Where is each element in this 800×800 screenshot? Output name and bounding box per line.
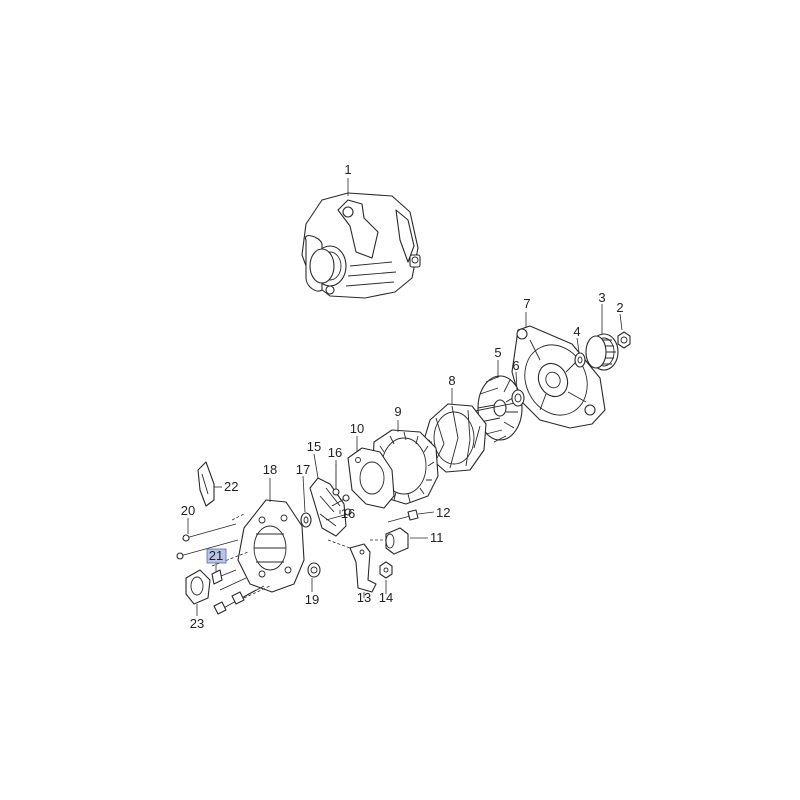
callout-16-lower: 16	[341, 506, 355, 521]
rear-bearing-icon[interactable]	[300, 512, 312, 528]
callout-13: 13	[357, 590, 371, 605]
insulator-plate-icon[interactable]	[347, 447, 395, 509]
rectifier-screw-icon[interactable]	[325, 464, 352, 521]
spacer-icon[interactable]	[574, 352, 586, 368]
callout-16-upper: 16	[328, 445, 342, 460]
drive-end-housing-icon[interactable]	[511, 325, 606, 429]
nut-icon[interactable]	[379, 561, 393, 579]
callout-9: 9	[394, 404, 401, 419]
callout-8: 8	[448, 373, 455, 388]
brush-holder-icon[interactable]	[385, 527, 409, 555]
fan-icon[interactable]	[469, 375, 523, 443]
pulley-icon[interactable]	[585, 333, 619, 371]
callout-14: 14	[379, 590, 393, 605]
callout-6: 6	[512, 358, 519, 373]
callout-17: 17	[296, 462, 310, 477]
rear-cover-icon[interactable]	[197, 461, 215, 507]
through-bolt-icon[interactable]	[176, 523, 265, 615]
terminal-nut-icon[interactable]	[307, 562, 321, 578]
callout-22: 22	[224, 479, 238, 494]
callout-21-highlight	[206, 548, 227, 564]
callout-11: 11	[430, 530, 444, 545]
callout-15: 15	[307, 439, 321, 454]
callout-19: 19	[305, 592, 319, 607]
slip-ring-end-housing-icon[interactable]	[237, 499, 305, 593]
callout-20: 20	[181, 503, 195, 518]
callout-2: 2	[616, 300, 623, 315]
callout-23: 23	[190, 616, 204, 631]
callout-7: 7	[523, 296, 530, 311]
screw-icon[interactable]	[387, 509, 435, 523]
bearing-icon[interactable]	[511, 389, 525, 407]
terminal-stud-icon[interactable]	[211, 569, 247, 591]
callout-18: 18	[263, 462, 277, 477]
gasket-icon[interactable]	[185, 569, 211, 605]
callout-5: 5	[494, 345, 501, 360]
alternator-assembly-icon[interactable]	[301, 192, 421, 299]
callout-21[interactable]: 21	[209, 548, 223, 563]
callout-10: 10	[350, 421, 364, 436]
callout-3: 3	[598, 290, 605, 305]
callout-4: 4	[573, 324, 580, 339]
callout-1: 1	[344, 162, 351, 177]
callout-12: 12	[436, 505, 450, 520]
regulator-bracket-icon[interactable]	[349, 543, 377, 593]
pulley-nut-icon[interactable]	[617, 331, 631, 349]
